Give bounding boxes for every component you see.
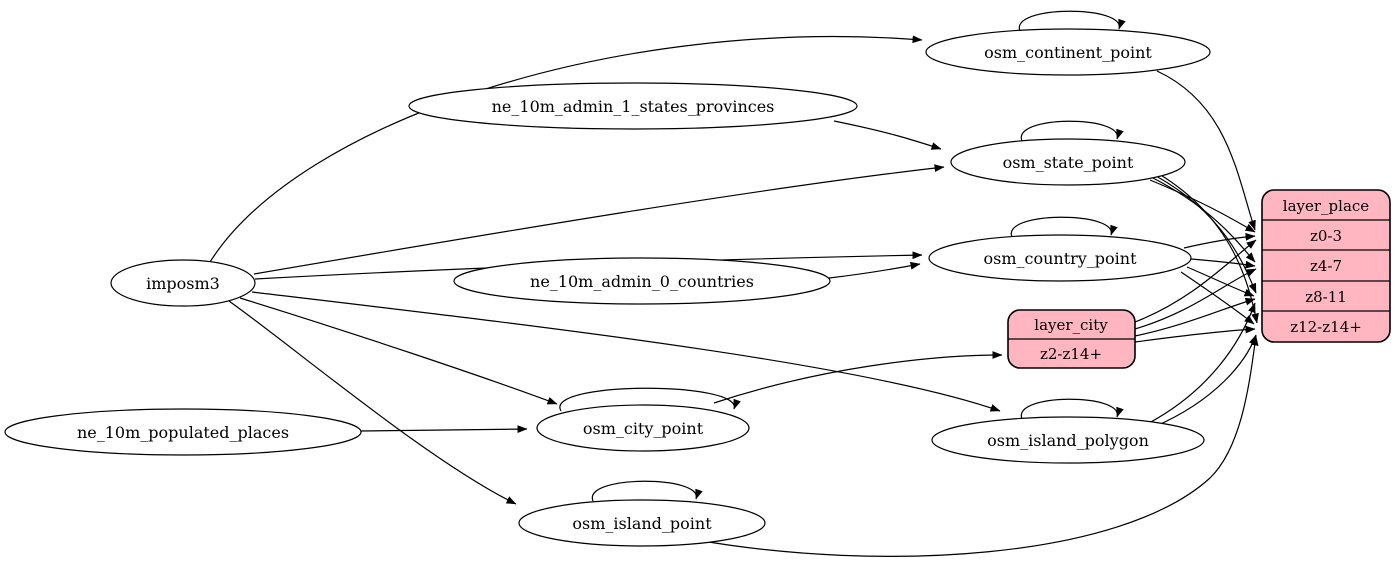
edge-osm_island_point-self (591, 480, 703, 502)
node-osm_state_point: osm_state_point (950, 138, 1186, 186)
edge-imposm3-osm_island_polygon (251, 291, 1001, 412)
record-layer_place: layer_place z0-3 z4-7 z8-11 z12-z14+ (1261, 189, 1391, 343)
edge-osm_country_point-layer_place-z8-11 (1186, 266, 1255, 297)
edge-osm_country_point-layer_place-z4-7 (1190, 258, 1256, 269)
node-ne_10m_populated_places: ne_10m_populated_places (4, 408, 362, 456)
edge-layer_city-layer_place-z0-3 (1134, 239, 1257, 323)
imposm3-ellipse (110, 259, 256, 307)
osm_island_point-ellipse (518, 499, 766, 547)
edge-ne_10m_admin_0_countries-osm_country_point (828, 261, 921, 279)
ne_10m_populated_places-ellipse (4, 408, 362, 456)
layer_place-row-z4-7: z4-7 (1310, 257, 1342, 275)
osm_city_point-label: osm_city_point (583, 419, 704, 438)
layer_place-row-z8-11: z8-11 (1305, 288, 1347, 306)
record-layer_city: layer_city z2-z14+ (1007, 309, 1136, 369)
edge-osm_island_polygon-layer_place-z8-11 (1148, 302, 1256, 424)
layer_place-box (1261, 189, 1391, 343)
edge-osm_state_point-layer_place-z0-3 (1149, 179, 1256, 233)
edge-imposm3-osm_city_point (239, 297, 558, 405)
osm_state_point-label: osm_state_point (1003, 153, 1134, 172)
ne_10m_admin_0_countries-ellipse (453, 257, 831, 305)
osm_continent_point-label: osm_continent_point (984, 43, 1152, 62)
osm_country_point-label: osm_country_point (983, 249, 1137, 268)
node-osm_country_point: osm_country_point (928, 234, 1192, 282)
osm_country_point-ellipse (928, 234, 1192, 282)
ne_10m_admin_1_states_provinces-label: ne_10m_admin_1_states_provinces (492, 97, 775, 116)
edge-osm_continent_point-layer_place-z0-3 (1156, 70, 1256, 231)
edge-imposm3-osm_island_point (228, 300, 517, 505)
node-osm_island_polygon: osm_island_polygon (931, 416, 1205, 464)
ne_10m_admin_1_states_provinces-ellipse (408, 82, 858, 130)
node-osm_island_point: osm_island_point (518, 499, 766, 547)
edge-osm_city_point-layer_city-z2 (713, 351, 1003, 404)
edge-osm_state_point-self (1020, 120, 1124, 142)
edge-layer_city-layer_place-z12-z14 (1134, 325, 1256, 343)
edge-layer_city-layer_place-z8-11 (1134, 297, 1256, 337)
layer_city-title: layer_city (1034, 316, 1108, 334)
layer_place-row-z0-3: z0-3 (1310, 227, 1342, 245)
edge-osm_city_point-self (559, 387, 741, 412)
node-osm_city_point: osm_city_point (536, 404, 750, 452)
node-osm_continent_point: osm_continent_point (925, 28, 1211, 76)
edge-imposm3-osm_continent_point (209, 35, 923, 263)
edge-imposm3-osm_state_point (253, 164, 945, 275)
node-ne_10m_admin_1_states_provinces: ne_10m_admin_1_states_provinces (408, 82, 858, 130)
osm_state_point-ellipse (950, 138, 1186, 186)
imposm3-label: imposm3 (146, 274, 220, 293)
osm_island_polygon-label: osm_island_polygon (987, 431, 1149, 450)
node-ne_10m_admin_0_countries: ne_10m_admin_0_countries (453, 257, 831, 305)
ne_10m_admin_0_countries-label: ne_10m_admin_0_countries (530, 272, 754, 291)
edge-osm_continent_point-self (1018, 10, 1126, 32)
osm_island_point-label: osm_island_point (572, 514, 712, 533)
osm_island_polygon-ellipse (931, 416, 1205, 464)
node-imposm3: imposm3 (110, 259, 256, 307)
edge-layer_city-layer_place-z4-7 (1134, 268, 1257, 330)
ne_10m_populated_places-label: ne_10m_populated_places (77, 423, 289, 442)
edge-osm_state_point-layer_place-z4-7 (1152, 177, 1256, 263)
edge-layer (209, 10, 1259, 557)
edge-osm_state_point-layer_place-z8-11 (1155, 175, 1257, 294)
osm_continent_point-ellipse (925, 28, 1211, 76)
layer_place-row-z12-z14: z12-z14+ (1290, 318, 1362, 336)
edge-ne_10m_populated_places-osm_city_point (360, 425, 528, 434)
osm_city_point-ellipse (536, 404, 750, 452)
edge-osm_island_polygon-self (1020, 398, 1124, 420)
edge-osm_country_point-self (1010, 216, 1118, 238)
layer_place-title: layer_place (1283, 197, 1370, 215)
edge-osm_island_point-layer_place-z12-z14 (696, 335, 1259, 557)
edge-osm_country_point-layer_place-z12-z14 (1180, 271, 1255, 325)
edge-osm_country_point-layer_place-z0-3 (1183, 233, 1256, 249)
edge-ne_10m_admin_1_states_provinces-osm_state_point (833, 120, 942, 150)
layer_city-row-z2-z14: z2-z14+ (1040, 345, 1102, 363)
